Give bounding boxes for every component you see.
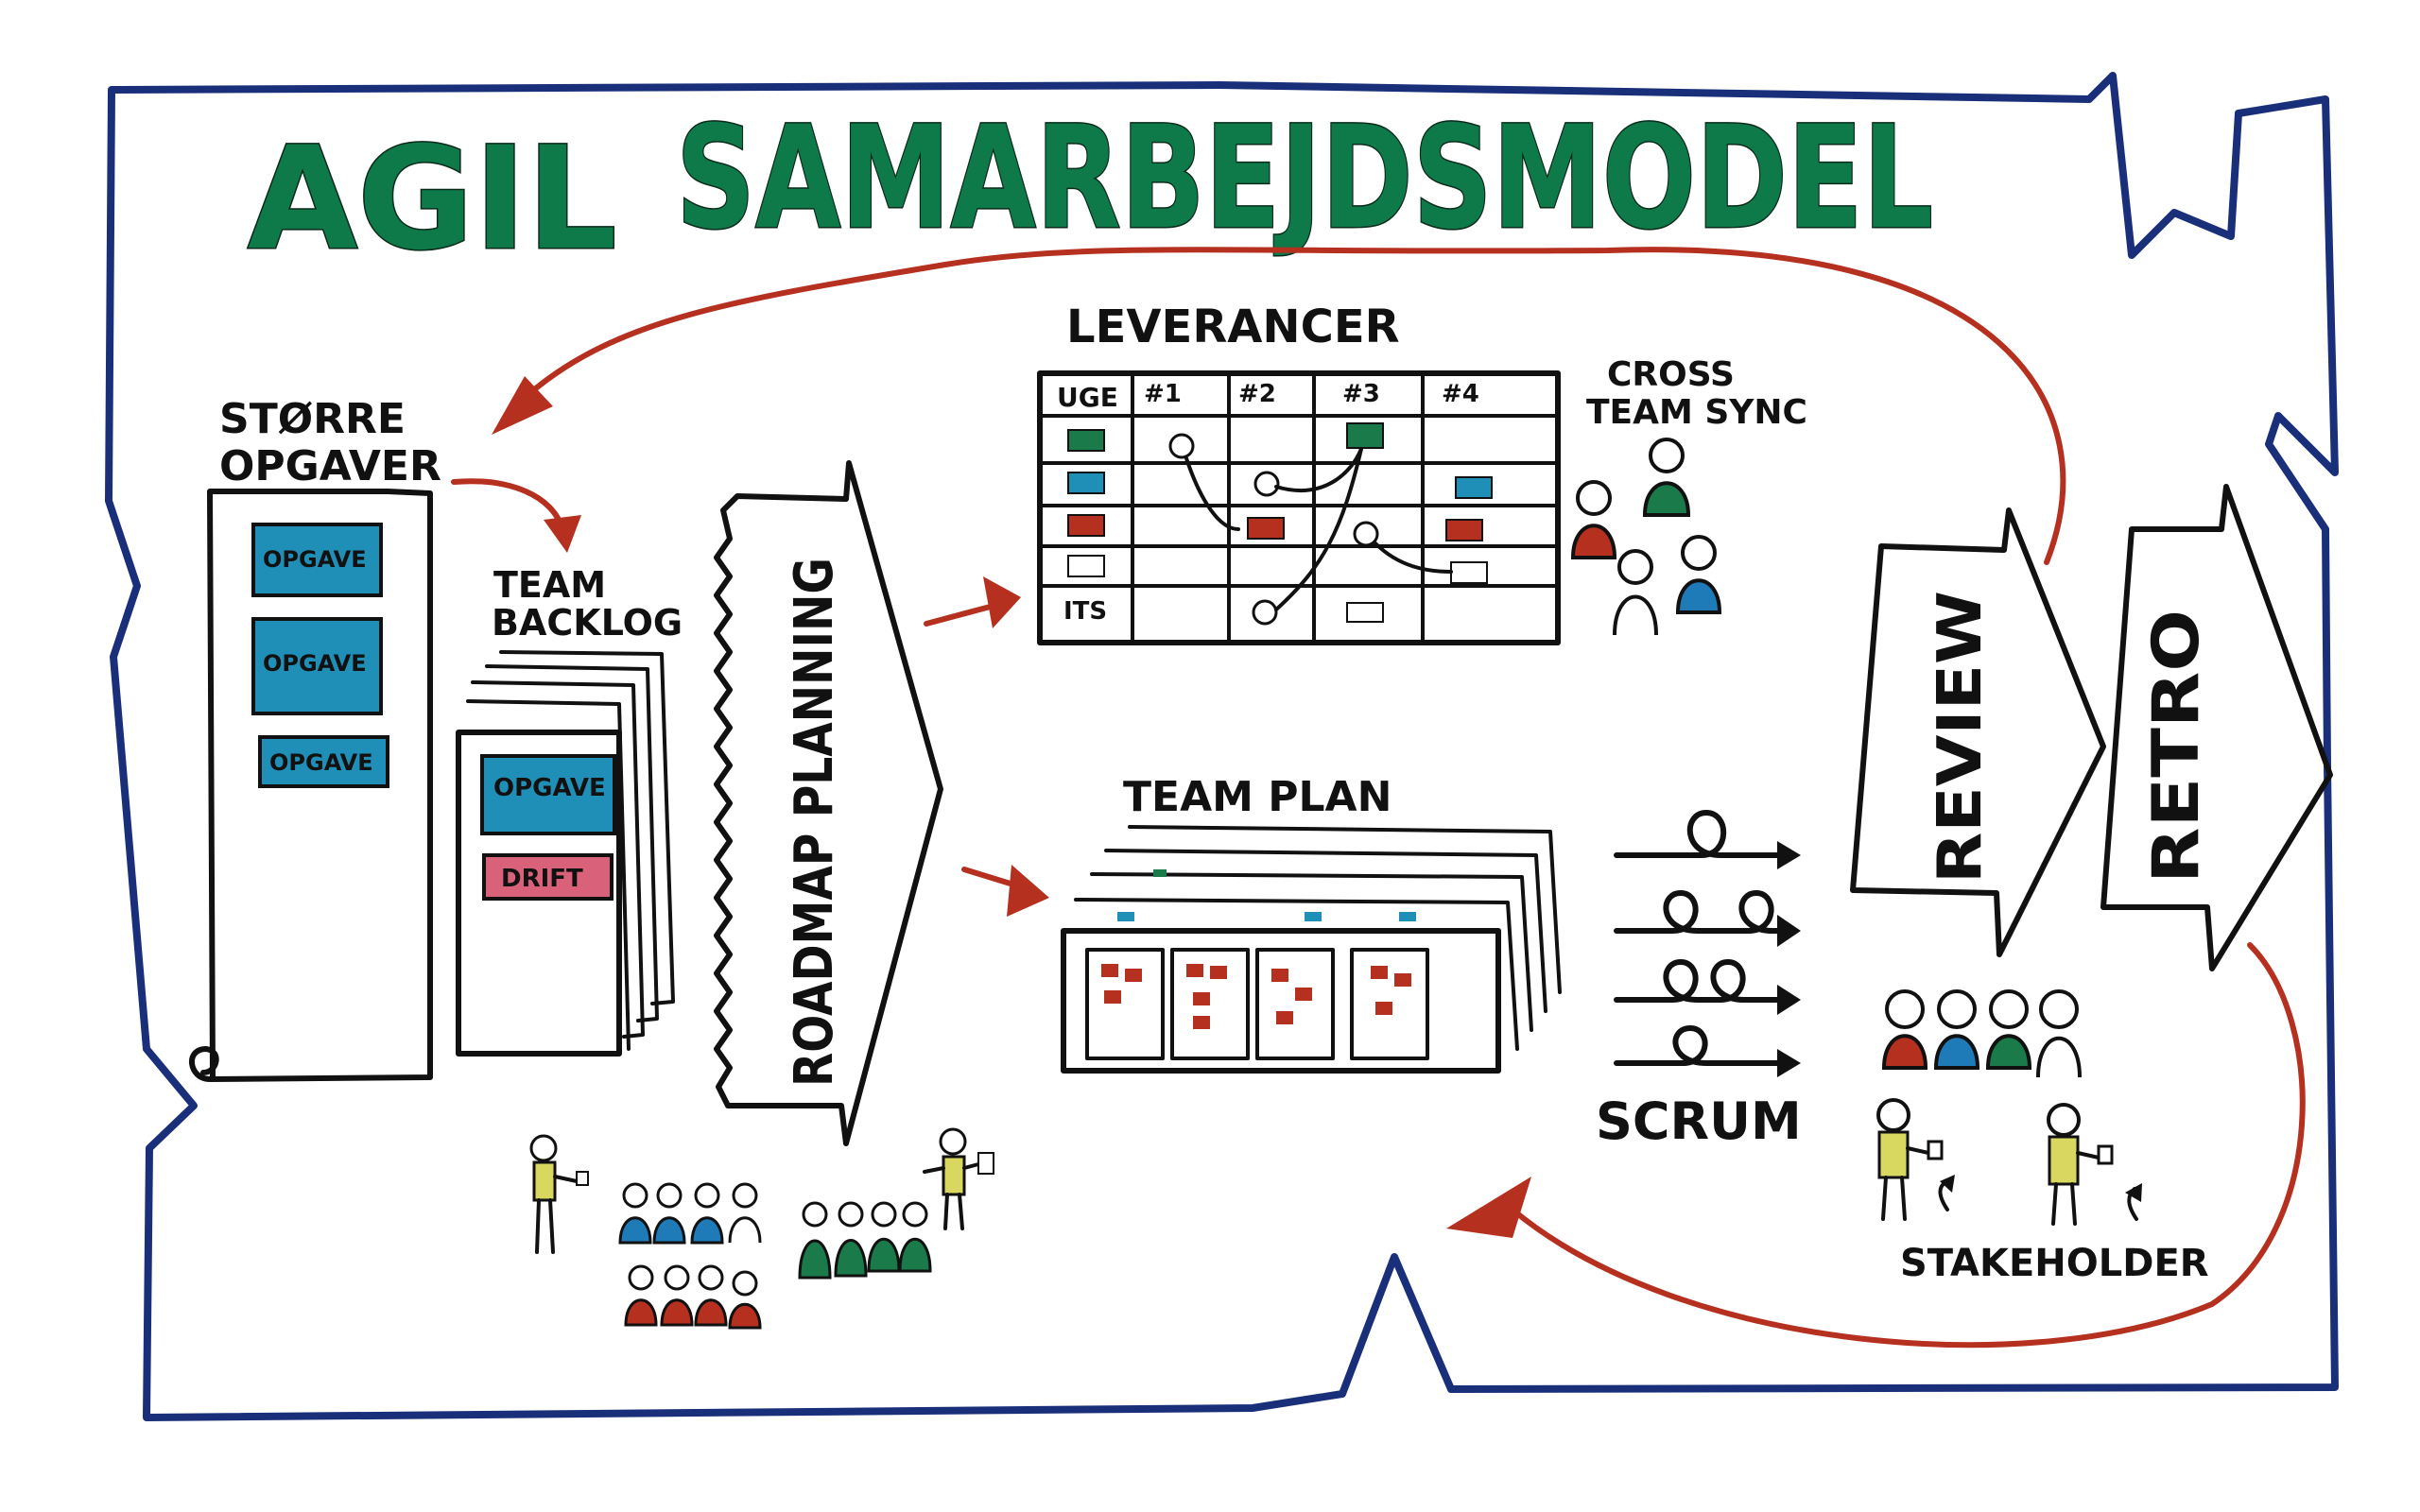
cross-team-sync-line1: CROSS (1607, 355, 1735, 394)
title-samarbejdsmodel: SAMARBEJDSMODEL (676, 96, 1933, 261)
person-icon (728, 1182, 762, 1244)
larger-task-card (251, 523, 383, 597)
stakeholder-figure (2047, 1103, 2142, 1226)
week-header: UGE (1057, 382, 1118, 413)
person-icon (834, 1201, 868, 1278)
team-backlog-heading-1: TEAM (493, 564, 606, 606)
retro-label: RETRO (2139, 610, 2214, 884)
title-agil: AGIL (248, 117, 617, 282)
to-team-plan-arrow-head (1007, 865, 1049, 917)
person-icon (624, 1264, 658, 1327)
person-icon (660, 1264, 694, 1327)
scrum-label: SCRUM (1596, 1091, 1802, 1151)
team-backlog-heading-2: BACKLOG (492, 602, 683, 644)
larger-task-card (251, 617, 383, 715)
feedback-arrow-bottom-head (1446, 1177, 1531, 1238)
team-group-red (624, 1264, 762, 1330)
person-icon (1985, 989, 2032, 1070)
to-backlog-arrow-head (544, 515, 581, 553)
roadmap-planning-arrow (714, 460, 943, 1146)
week-1: #1 (1144, 380, 1182, 408)
review-audience (1881, 989, 2082, 1078)
person-icon (728, 1270, 762, 1330)
stakeholder-figure (923, 1127, 994, 1230)
person-icon (652, 1182, 686, 1245)
person-icon (1675, 535, 1722, 614)
person-icon (1613, 549, 1658, 636)
retro-arrow (2100, 484, 2333, 971)
feedback-arrow-top (512, 247, 2066, 565)
team-plan-heading: TEAM PLAN (1123, 773, 1392, 821)
person-icon (1933, 989, 1980, 1070)
larger-tasks-scroll (188, 489, 433, 1082)
person-icon (898, 1201, 932, 1273)
cross-team-sync-people (1570, 438, 1722, 636)
person-icon (2036, 989, 2082, 1078)
person-icon (867, 1201, 901, 1273)
larger-tasks-heading-2: OPGAVER (219, 442, 441, 490)
leverancer-board: UGE #1 #2 #3 #4 ITS (1037, 370, 1561, 645)
team-group-blue (618, 1182, 762, 1245)
feedback-arrow-top-head (492, 376, 553, 435)
backlog-drift-label: DRIFT (501, 865, 583, 893)
planning-participants (529, 1127, 994, 1330)
person-icon (694, 1264, 728, 1327)
scrum-loops (1614, 810, 1801, 1077)
week-2: #2 (1238, 380, 1276, 408)
backlog-drift-card (482, 853, 614, 901)
team-backlog-stack: OPGAVE DRIFT (456, 650, 675, 1057)
team-group-green (798, 1201, 932, 1280)
roadmap-planning-label: ROADMAP PLANNING (784, 558, 845, 1087)
larger-task-label: OPGAVE (269, 749, 373, 776)
to-leverancer-arrow (924, 602, 1000, 627)
person-icon (1570, 480, 1617, 559)
person-icon (798, 1201, 832, 1280)
cross-team-sync-line2: TEAM SYNC (1586, 393, 1807, 432)
person-icon (690, 1182, 724, 1245)
week-3: #3 (1342, 380, 1380, 408)
person-icon (1881, 989, 1928, 1070)
person-icon (618, 1182, 652, 1245)
its-label: ITS (1063, 597, 1107, 626)
larger-tasks-list: OPGAVE OPGAVE OPGAVE (251, 523, 389, 788)
week-4: #4 (1442, 380, 1479, 408)
review-label: REVIEW (1926, 591, 1996, 884)
larger-task-label: OPGAVE (263, 546, 367, 573)
backlog-task-card (480, 754, 616, 835)
to-leverancer-arrow-head (983, 576, 1021, 628)
review-arrow (1850, 507, 2106, 957)
larger-task-label: OPGAVE (263, 650, 367, 677)
leverancer-heading: LEVERANCER (1066, 301, 1400, 353)
feedback-arrow-bottom (1510, 942, 2306, 1349)
larger-tasks-heading-1: STØRRE (219, 395, 406, 443)
larger-task-card (258, 735, 389, 788)
stakeholder-label: STAKEHOLDER (1900, 1242, 2209, 1285)
stakeholder-figure (1876, 1098, 1955, 1221)
person-icon (1642, 438, 1691, 517)
stakeholder-figure (529, 1134, 589, 1254)
team-plan-stack (1061, 825, 1562, 1074)
backlog-task-label: OPGAVE (493, 774, 606, 802)
